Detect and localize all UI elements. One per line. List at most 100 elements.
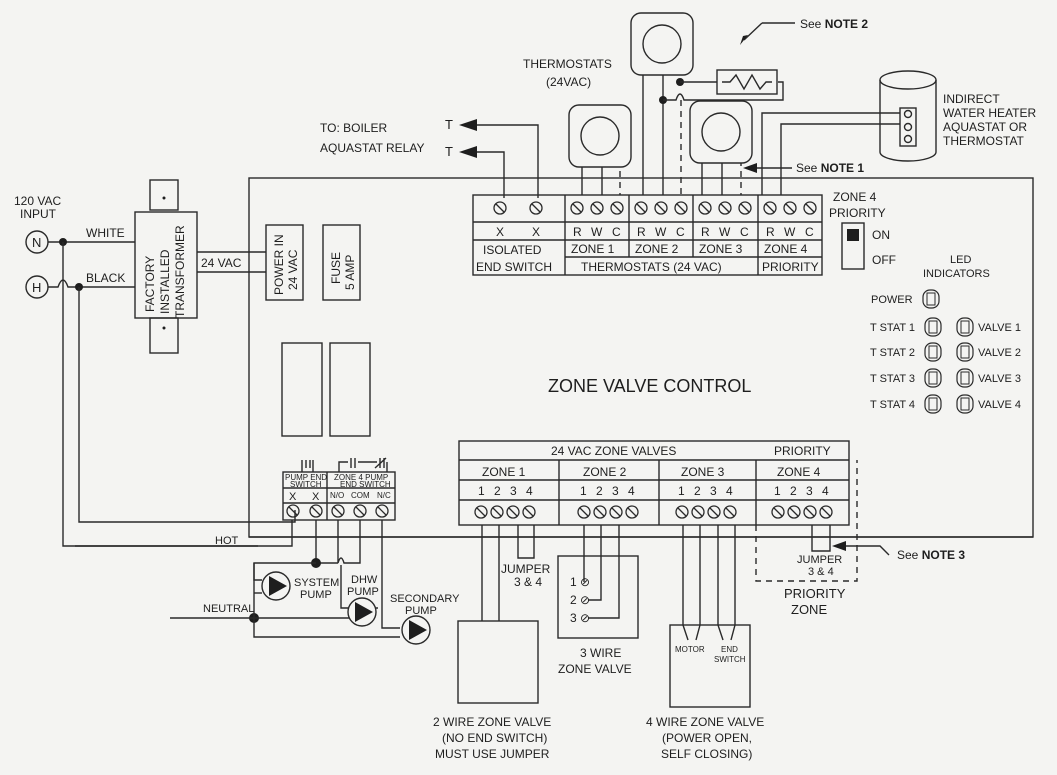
system-pump-label: SYSTEM xyxy=(294,577,339,589)
led-icon xyxy=(956,368,974,388)
priority-label: PRIORITY xyxy=(762,260,819,274)
zone-valve-terminal-block: 24 VAC ZONE VALVES PRIORITY ZONE 1 1 2 3… xyxy=(458,440,850,526)
relay-1 xyxy=(281,342,323,437)
svg-text:2: 2 xyxy=(596,484,603,498)
led-icon xyxy=(924,368,942,388)
svg-text:4: 4 xyxy=(628,484,635,498)
switch-label-2: PRIORITY xyxy=(829,206,886,220)
neutral-label: N xyxy=(32,235,41,250)
end-switch-label-2: SWITCH xyxy=(714,655,746,664)
svg-text:2: 2 xyxy=(570,593,577,607)
svg-text:N/C: N/C xyxy=(377,491,391,500)
svg-text:COM: COM xyxy=(351,491,370,500)
hot-wire-label: HOT xyxy=(215,535,239,547)
svg-text:R: R xyxy=(701,225,710,239)
svg-text:R: R xyxy=(766,225,775,239)
zone1-jumper xyxy=(517,525,535,559)
motor-label: MOTOR xyxy=(675,645,705,654)
pump-terminal-block: PUMP END SWITCH ZONE 4 PUMP END SWITCH X… xyxy=(282,457,396,521)
priority-jumper-label-2: 3 & 4 xyxy=(808,566,834,578)
dhw-pump-label-2: PUMP xyxy=(347,586,379,598)
svg-text:SWITCH: SWITCH xyxy=(290,480,322,489)
thermostat-terminal-block: X X ISOLATED END SWITCH R W C ZONE 1 R W… xyxy=(472,194,823,276)
power-in-block xyxy=(265,224,304,301)
led-tstat-label: T STAT 4 xyxy=(870,399,915,411)
three-wire-valve-label: 3 WIRE xyxy=(580,646,621,660)
led-valve-label: VALVE 1 xyxy=(978,322,1021,334)
water-heater-label-2: WATER HEATER xyxy=(943,106,1036,120)
priority-zone-outline xyxy=(755,460,858,582)
end-switch-label: END xyxy=(721,645,738,654)
zone-valves-header: 24 VAC ZONE VALVES xyxy=(551,444,676,458)
led-indicators: LED INDICATORS POWER T STAT 1 VALVE 1 T … xyxy=(870,254,1021,414)
isolated-label: ISOLATED xyxy=(483,243,542,257)
svg-text:ZONE 2: ZONE 2 xyxy=(583,465,627,479)
hot-label: H xyxy=(32,280,41,295)
led-icon xyxy=(924,394,942,414)
note3-label: See NOTE 3 xyxy=(897,548,965,562)
secondary-pump-icon xyxy=(401,615,431,645)
white-wire-label: WHITE xyxy=(86,226,125,240)
svg-text:END SWITCH: END SWITCH xyxy=(340,480,391,489)
led-tstat-label: T STAT 1 xyxy=(870,322,915,334)
led-tstat-label: T STAT 2 xyxy=(870,347,915,359)
switch-label-1: ZONE 4 xyxy=(833,190,877,204)
svg-text:C: C xyxy=(805,225,814,239)
secondary-pump-label-2: PUMP xyxy=(405,605,437,617)
resistor-icon xyxy=(716,69,778,95)
terminal-screw-icon: ⊘ xyxy=(580,575,590,589)
svg-text:3: 3 xyxy=(710,484,717,498)
three-wire-valve-label-2: ZONE VALVE xyxy=(558,662,632,676)
svg-text:ZONE 3: ZONE 3 xyxy=(681,465,725,479)
terminal-screw-icon: ⊘ xyxy=(580,593,590,607)
switch-off-label: OFF xyxy=(872,253,896,267)
led-valve-label: VALVE 4 xyxy=(978,399,1021,411)
svg-text:PUMP END: PUMP END xyxy=(285,473,327,482)
led-valve-label: VALVE 2 xyxy=(978,347,1021,359)
water-heater-label-3: AQUASTAT OR xyxy=(943,120,1027,134)
svg-text:4: 4 xyxy=(526,484,533,498)
four-wire-valve-label: 4 WIRE ZONE VALVE xyxy=(646,715,764,729)
boiler-aquastat-relay: TO: BOILER AQUASTAT RELAY T T xyxy=(320,117,539,198)
neutral-wire-label: NEUTRAL xyxy=(203,603,254,615)
three-wire-zone-valve xyxy=(557,555,639,639)
system-pump-label-2: PUMP xyxy=(300,589,332,601)
transformer-label-2: INSTALLED xyxy=(158,249,172,314)
note2-label: See NOTE 2 xyxy=(800,17,868,31)
thermostats-group-label: THERMOSTATS (24 VAC) xyxy=(581,260,722,274)
thermostats-label: THERMOSTATS xyxy=(523,57,612,71)
four-wire-valve-label-2: (POWER OPEN, xyxy=(662,731,752,745)
zone4-priority-switch[interactable]: ZONE 4 PRIORITY ON OFF xyxy=(829,190,896,270)
zone4-terminals: R W C ZONE 4 xyxy=(764,225,814,256)
svg-text:W: W xyxy=(784,225,796,239)
svg-text:ZONE 1: ZONE 1 xyxy=(482,465,526,479)
note1-label: See NOTE 1 xyxy=(796,161,864,175)
led-tstat-label: T STAT 3 xyxy=(870,373,915,385)
svg-text:ZONE 2: ZONE 2 xyxy=(635,242,679,256)
svg-text:ZONE 4: ZONE 4 xyxy=(777,465,821,479)
svg-text:X: X xyxy=(312,491,320,503)
two-wire-valve-label: 2 WIRE ZONE VALVE xyxy=(433,715,551,729)
terminal-x1: X xyxy=(496,225,504,239)
dhw-pump-icon xyxy=(347,597,377,627)
svg-text:3: 3 xyxy=(806,484,813,498)
led-power-label: POWER xyxy=(871,294,913,306)
led-icon xyxy=(924,342,942,362)
boiler-label-2: AQUASTAT RELAY xyxy=(320,141,424,155)
priority-zone-label-2: ZONE xyxy=(791,602,827,617)
led-icon xyxy=(956,394,974,414)
two-wire-valve-label-3: MUST USE JUMPER xyxy=(435,747,550,761)
led-power-icon xyxy=(922,289,940,309)
switch-toggle-icon xyxy=(847,229,859,241)
water-heater-label-4: THERMOSTAT xyxy=(943,134,1025,148)
led-icon xyxy=(924,317,942,337)
svg-text:1: 1 xyxy=(774,484,781,498)
water-heater-label-1: INDIRECT xyxy=(943,92,1000,106)
two-wire-valve-label-2: (NO END SWITCH) xyxy=(442,731,547,745)
switch-on-label: ON xyxy=(872,228,890,242)
svg-text:X: X xyxy=(289,491,297,503)
fuse-label: FUSE xyxy=(329,252,343,284)
board-title: ZONE VALVE CONTROL xyxy=(548,376,751,396)
zone3-terminals: R W C ZONE 3 xyxy=(699,225,749,256)
